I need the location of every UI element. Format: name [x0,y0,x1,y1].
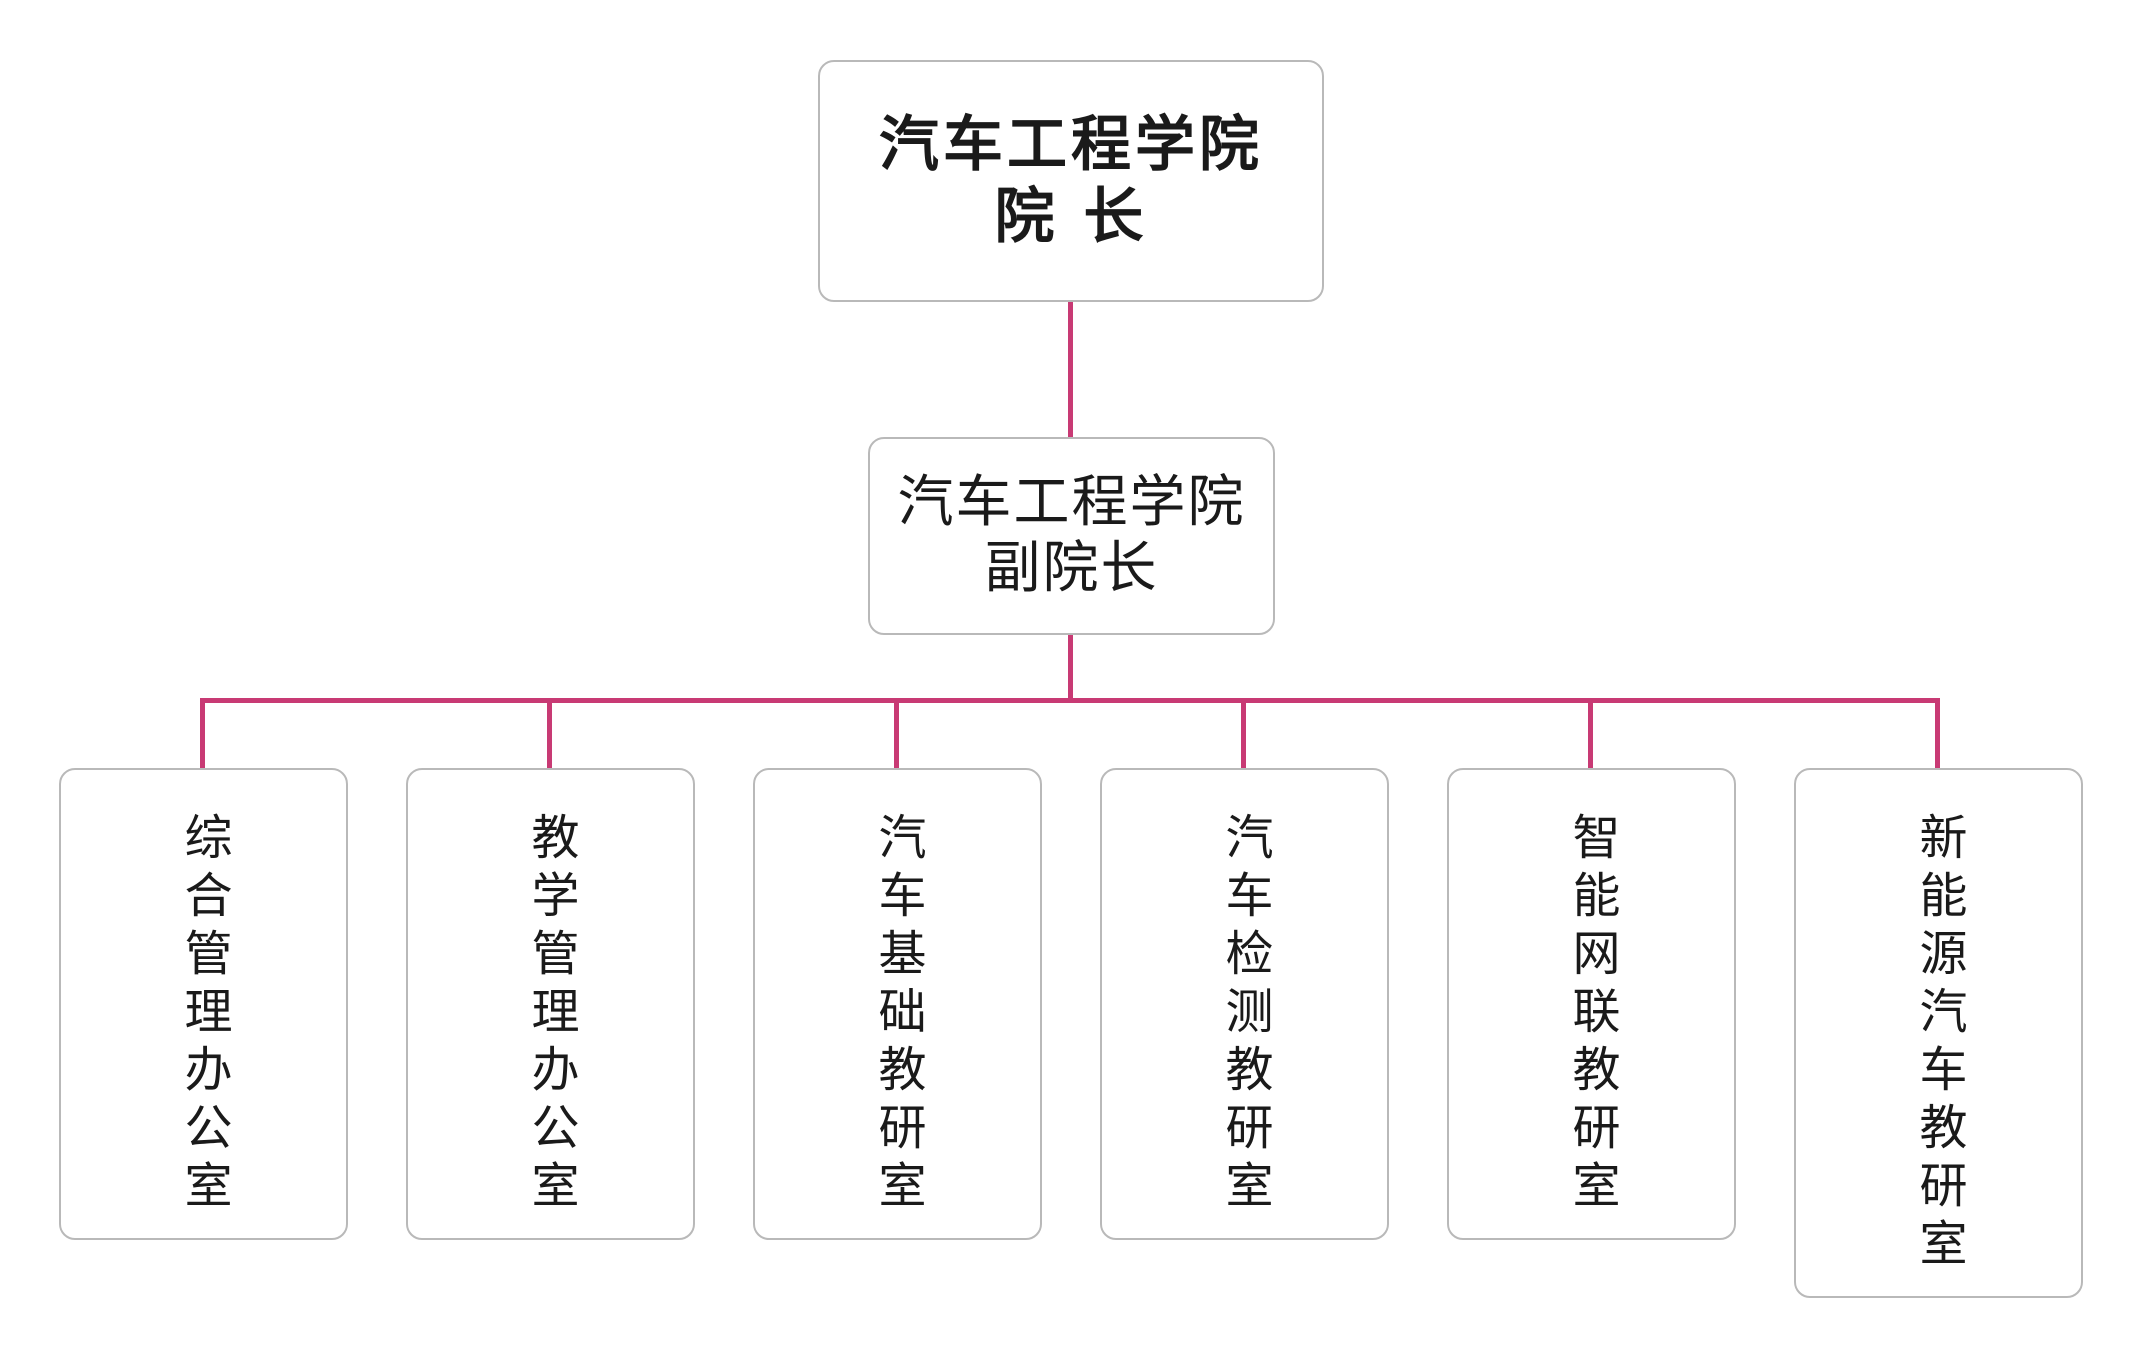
connector-vice-to-bus [1068,635,1073,702]
connector-bus-to-dept-5 [1588,698,1593,768]
connector-bus-to-dept-1 [200,698,205,768]
connector-root-to-vice [1068,302,1073,439]
dept-node-teaching-office: 教学管理办公室 [406,768,695,1240]
vice-dean-label: 汽车工程学院 副院长 [897,470,1246,601]
dean-node: 汽车工程学院 院 长 [818,60,1324,302]
dept-label: 汽车基础教研室 [869,812,926,1218]
dept-node-automotive-basics: 汽车基础教研室 [753,768,1042,1240]
dept-label: 智能网联教研室 [1563,812,1620,1218]
dept-label: 教学管理办公室 [522,812,579,1218]
dean-label: 汽车工程学院 院 长 [879,110,1263,252]
connector-horizontal-bus [200,698,1940,703]
connector-bus-to-dept-3 [894,698,899,768]
dept-label: 新能源汽车教研室 [1910,812,1967,1276]
dept-node-intelligent-connected: 智能网联教研室 [1447,768,1736,1240]
connector-bus-to-dept-6 [1935,698,1940,768]
connector-bus-to-dept-4 [1241,698,1246,768]
dept-node-general-office: 综合管理办公室 [59,768,348,1240]
connector-bus-to-dept-2 [547,698,552,768]
vice-dean-node: 汽车工程学院 副院长 [868,437,1275,635]
dept-label: 综合管理办公室 [175,812,232,1218]
dept-node-new-energy-vehicle: 新能源汽车教研室 [1794,768,2083,1298]
dept-node-automotive-testing: 汽车检测教研室 [1100,768,1389,1240]
dept-label: 汽车检测教研室 [1216,812,1273,1218]
